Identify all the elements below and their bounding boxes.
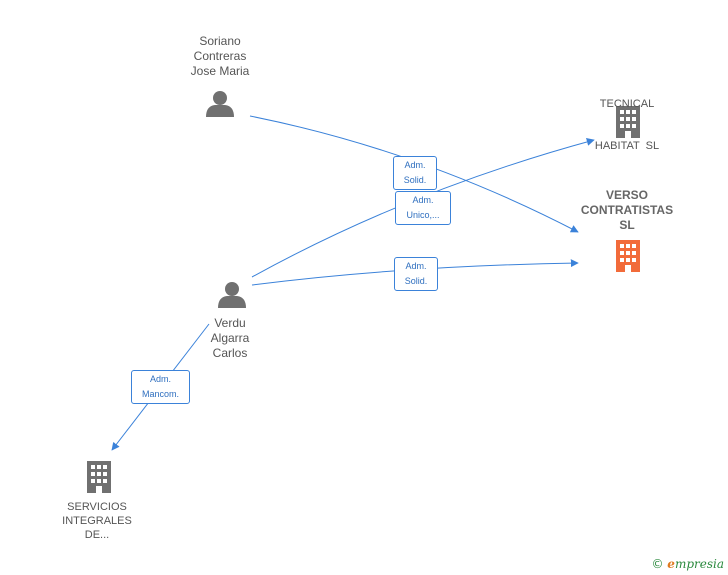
edge-label-verdu-verso[interactable]: Adm. Solid. — [394, 257, 438, 291]
node-label-line: CONTRATISTAS — [580, 203, 674, 217]
node-label-line: Contreras — [193, 49, 247, 63]
edge-label-line: Mancom. — [141, 389, 179, 399]
edge-label-line: Unico,... — [406, 210, 440, 220]
node-label-line: INTEGRALES — [62, 515, 132, 527]
copyright-icon: © — [651, 557, 664, 571]
building-icon[interactable] — [616, 240, 640, 272]
brand-name: mpresia — [674, 557, 724, 571]
node-label-verso[interactable]: VERSO CONTRATISTAS SL — [567, 188, 687, 233]
node-label-line: SL — [619, 218, 635, 232]
node-label-tecnical[interactable]: TECNICAL HABITAT SL — [572, 69, 682, 167]
node-label-line: SERVICIOS — [67, 501, 127, 513]
empresia-watermark: © empresia — [651, 557, 724, 571]
person-icon[interactable] — [218, 282, 246, 308]
edge-label-line: Solid. — [404, 276, 428, 286]
person-icon[interactable] — [206, 91, 234, 117]
building-icon[interactable] — [87, 461, 111, 493]
brand-letter: e — [667, 557, 675, 571]
edge-label-verdu-servicios[interactable]: Adm. Mancom. — [131, 370, 190, 404]
edge-label-soriano-verso[interactable]: Adm. Solid. — [393, 156, 437, 190]
node-label-line: Algarra — [210, 331, 250, 345]
edge-label-line: Adm. — [149, 374, 171, 384]
node-label-line: TECNICAL — [599, 98, 655, 110]
edge-label-line: Solid. — [403, 175, 427, 185]
node-label-line: Jose Maria — [190, 64, 250, 78]
node-label-line: Verdu — [214, 316, 246, 330]
node-label-verdu[interactable]: Verdu Algarra Carlos — [180, 316, 280, 361]
edge-label-line: Adm. — [412, 195, 434, 205]
node-label-line: HABITAT SL — [594, 140, 660, 152]
node-label-servicios[interactable]: SERVICIOS INTEGRALES DE... — [47, 500, 147, 542]
node-label-soriano[interactable]: Soriano Contreras Jose Maria — [170, 34, 270, 79]
edge-label-line: Adm. — [404, 160, 426, 170]
edge-label-line: Adm. — [405, 261, 427, 271]
building-icon[interactable] — [616, 106, 640, 138]
node-label-line: Soriano — [199, 34, 241, 48]
node-label-line: Carlos — [212, 346, 248, 360]
edge-label-verdu-tecnical[interactable]: Adm. Unico,... — [395, 191, 451, 225]
node-label-line: VERSO — [605, 188, 648, 202]
node-label-line: DE... — [84, 529, 110, 541]
